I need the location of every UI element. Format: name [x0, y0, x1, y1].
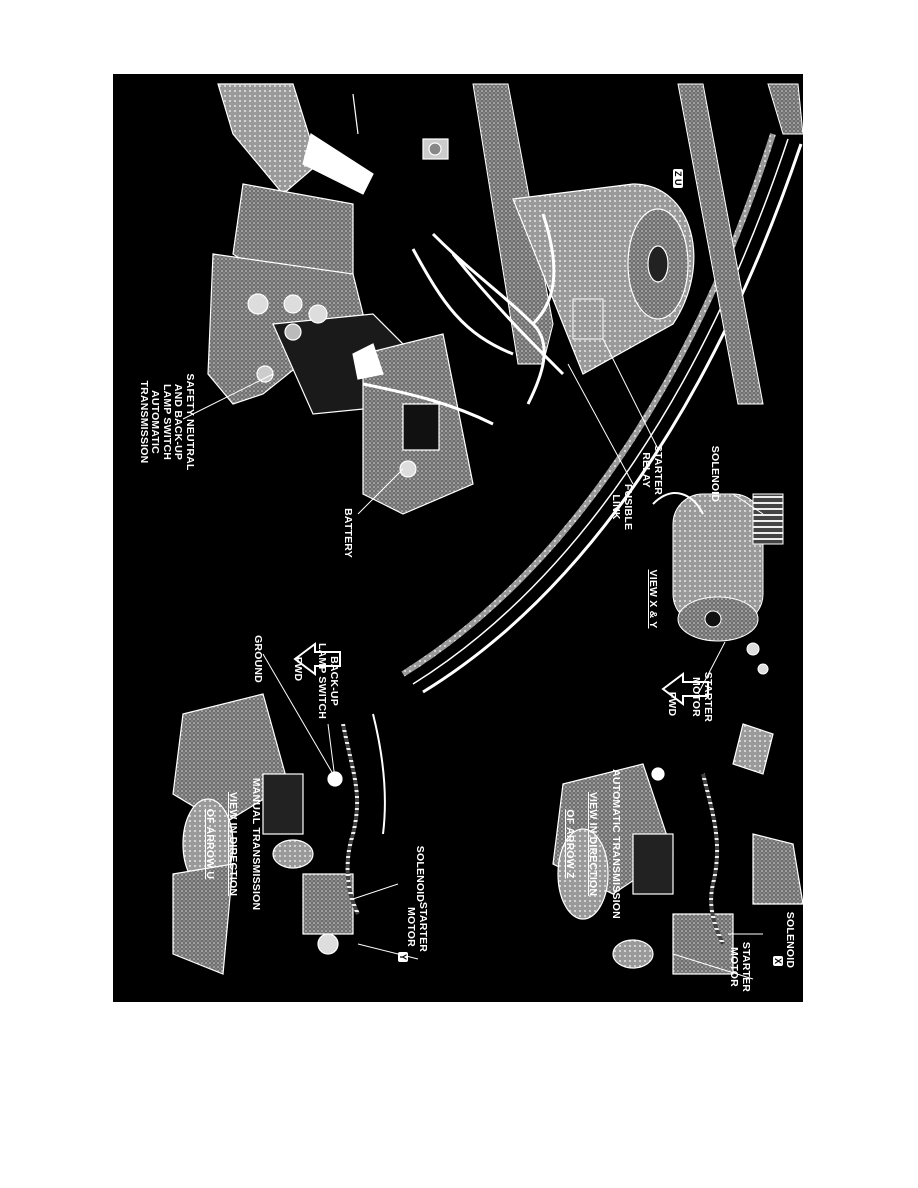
fusible-link-label: FUSIBLE LINK	[610, 483, 635, 531]
starter-motor-label-top: STARTER MOTOR	[690, 671, 715, 723]
manual-caption-line-1: MANUAL TRANSMISSION	[250, 777, 263, 911]
fender-outline	[401, 133, 803, 694]
frame-rails	[472, 83, 803, 405]
starter-motor-label-manual: STARTER MOTOR	[405, 901, 430, 953]
manual-caption-line-2: VIEW IN DIRECTION	[227, 791, 240, 897]
starter-relay-label: STARTER RELAY	[640, 444, 665, 496]
arrow-x-badge: X	[773, 956, 783, 967]
auto-caption-line-3: OF ARROW Z	[564, 809, 577, 879]
manual-transmission-caption: MANUAL TRANSMISSION VIEW IN DIRECTION OF…	[193, 754, 274, 934]
solenoid-label-auto: SOLENOID	[784, 911, 796, 969]
wiring-harness	[362, 213, 565, 426]
view-xy-label: VIEW X & Y	[647, 569, 659, 629]
starter-motor-large	[512, 183, 695, 375]
fwd-arrow-bottom	[293, 642, 341, 676]
manual-transmission-inset	[172, 693, 386, 975]
engine-compartment-illustration	[172, 83, 803, 980]
battery-drawing	[352, 333, 474, 515]
fwd-arrow-top	[661, 672, 709, 706]
arrow-zu-badge: Z U	[673, 169, 683, 188]
backup-lamp-switch-label: BACK-UP LAMP SWITCH	[316, 642, 341, 720]
safety-neutral-switch-label: SAFETY NEUTRAL AND BACK-UP LAMP SWITCH A…	[138, 373, 196, 471]
arrow-y-badge: Y	[398, 952, 408, 963]
starter-relay-drawing	[572, 298, 604, 340]
battery-label: BATTERY	[342, 508, 354, 558]
fwd-label-top: FWD	[666, 691, 678, 717]
leader-lines	[182, 338, 764, 980]
label-layer: SAFETY NEUTRAL AND BACK-UP LAMP SWITCH A…	[113, 74, 803, 1002]
transmission-body	[207, 83, 449, 415]
automatic-transmission-caption: AUTOMATIC TRANSMISSION VIEW IN DIRECTION…	[553, 754, 634, 934]
fwd-label-bottom: FWD	[292, 656, 304, 682]
manual-caption-line-3: OF ARROW U	[204, 808, 217, 880]
auto-caption-line-2: VIEW IN DIRECTION	[587, 791, 600, 897]
starter-motor-label-auto: STARTER MOTOR	[728, 941, 753, 993]
automatic-transmission-inset	[552, 723, 803, 975]
solenoid-label-top: SOLENOID	[709, 445, 721, 503]
ground-label: GROUND	[252, 635, 264, 683]
auto-caption-line-1: AUTOMATIC TRANSMISSION	[610, 769, 623, 919]
diagram-frame: SAFETY NEUTRAL AND BACK-UP LAMP SWITCH A…	[113, 74, 803, 1002]
view-xy-starter-inset	[652, 492, 784, 675]
